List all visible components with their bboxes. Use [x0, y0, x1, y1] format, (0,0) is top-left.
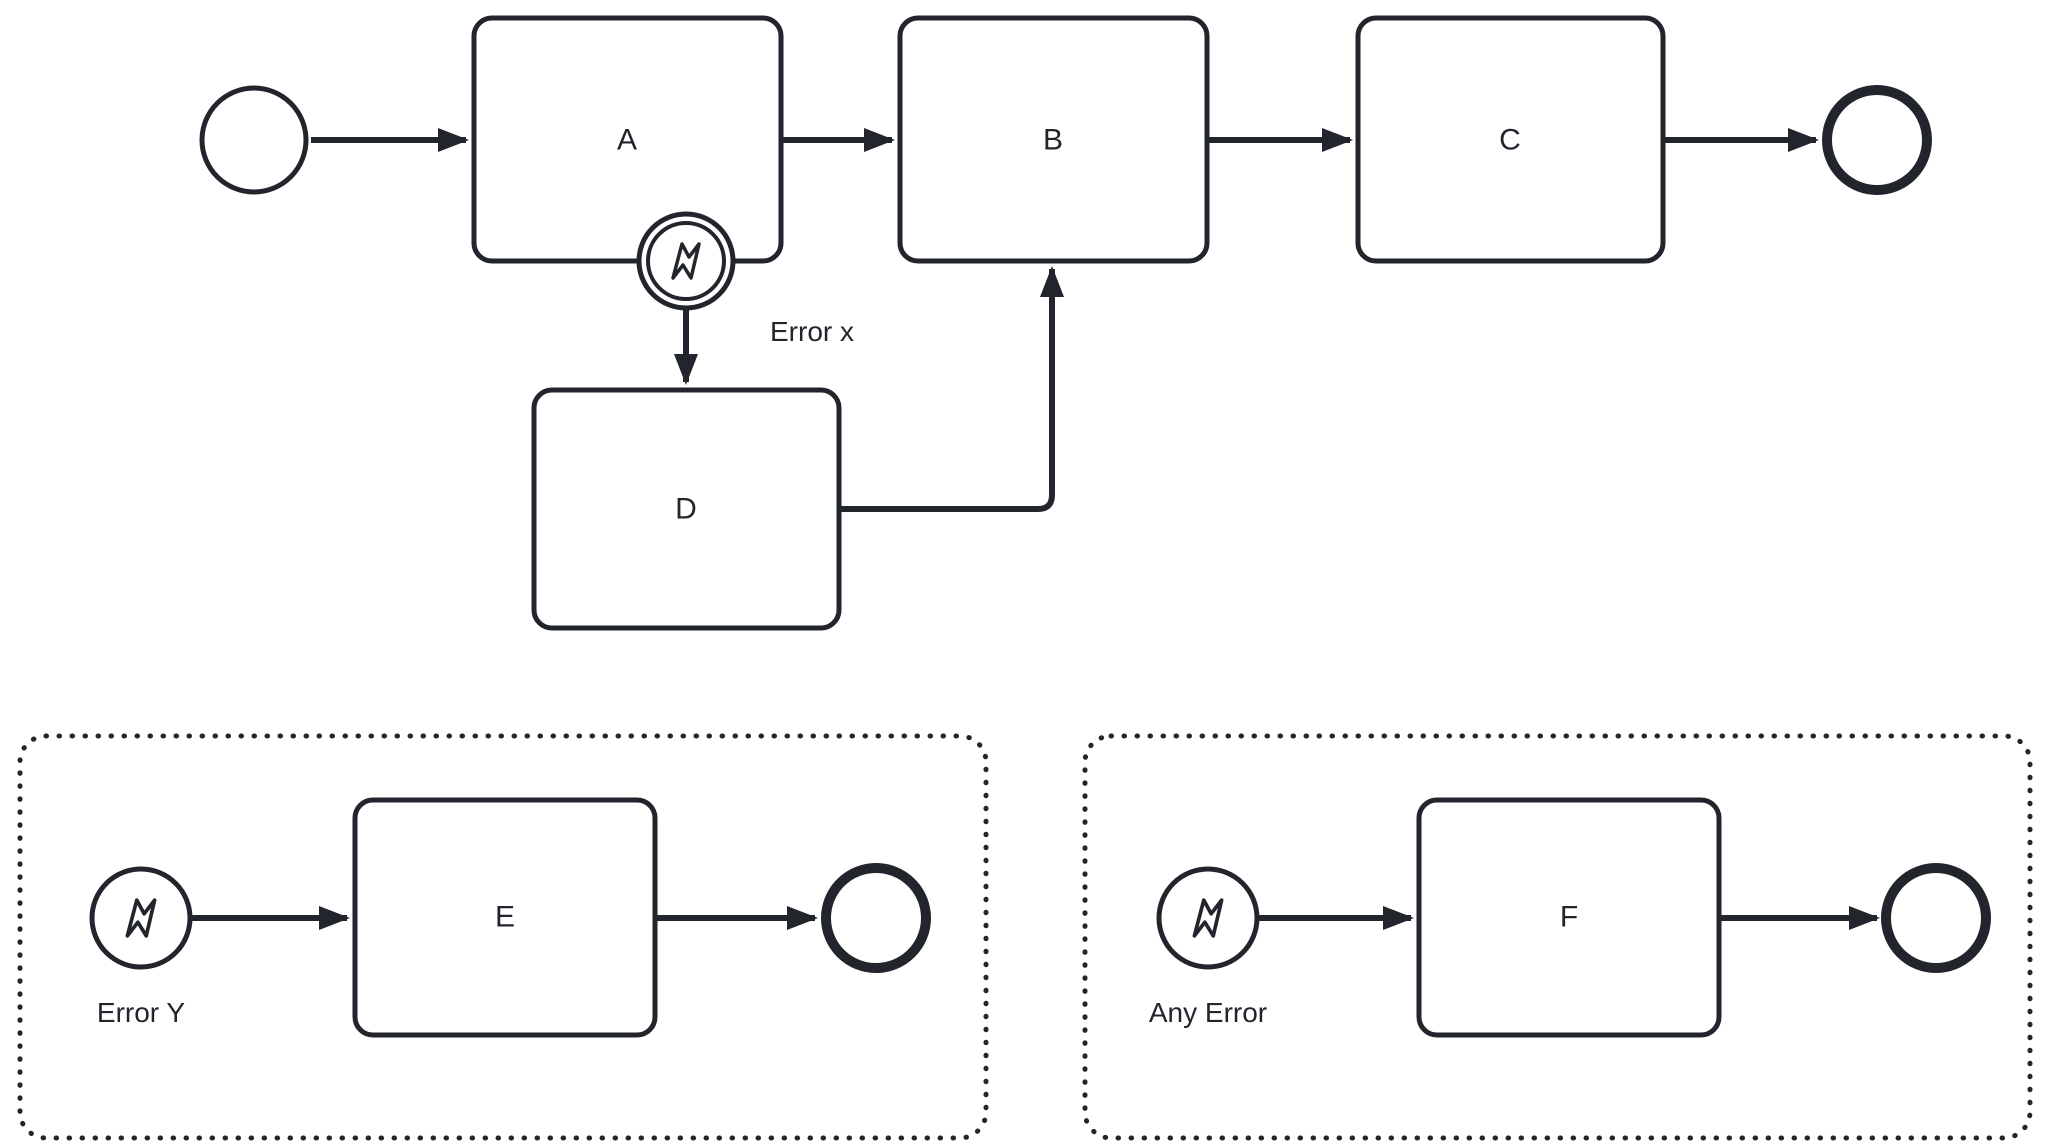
task-d-label: D	[675, 493, 697, 526]
task-d[interactable]: D	[531, 387, 842, 631]
task-f[interactable]: F	[1416, 797, 1722, 1038]
task-e[interactable]: E	[352, 797, 658, 1038]
end-event-main[interactable]	[1822, 85, 1932, 195]
task-c[interactable]: C	[1355, 15, 1666, 264]
error-start-any-label: Any Error	[1149, 997, 1267, 1028]
task-e-label: E	[495, 901, 515, 934]
task-f-label: F	[1560, 901, 1578, 934]
task-c-label: C	[1499, 124, 1521, 157]
error-start-event-y[interactable]	[89, 866, 193, 970]
boundary-error-label: Error x	[770, 316, 854, 347]
task-a-label: A	[617, 124, 637, 157]
event-subprocess-right[interactable]	[1082, 733, 2033, 1141]
error-start-event-any[interactable]	[1156, 866, 1260, 970]
error-start-y-label: Error Y	[97, 997, 185, 1028]
flow-d-to-b[interactable]	[841, 266, 1064, 512]
error-boundary-event[interactable]	[636, 211, 736, 311]
task-b-label: B	[1043, 124, 1063, 157]
end-event-right[interactable]	[1881, 863, 1991, 973]
start-event[interactable]	[199, 85, 309, 195]
task-b[interactable]: B	[897, 15, 1210, 264]
event-subprocess-left[interactable]	[17, 733, 989, 1141]
end-event-left[interactable]	[821, 863, 931, 973]
task-a[interactable]: A	[471, 15, 784, 264]
